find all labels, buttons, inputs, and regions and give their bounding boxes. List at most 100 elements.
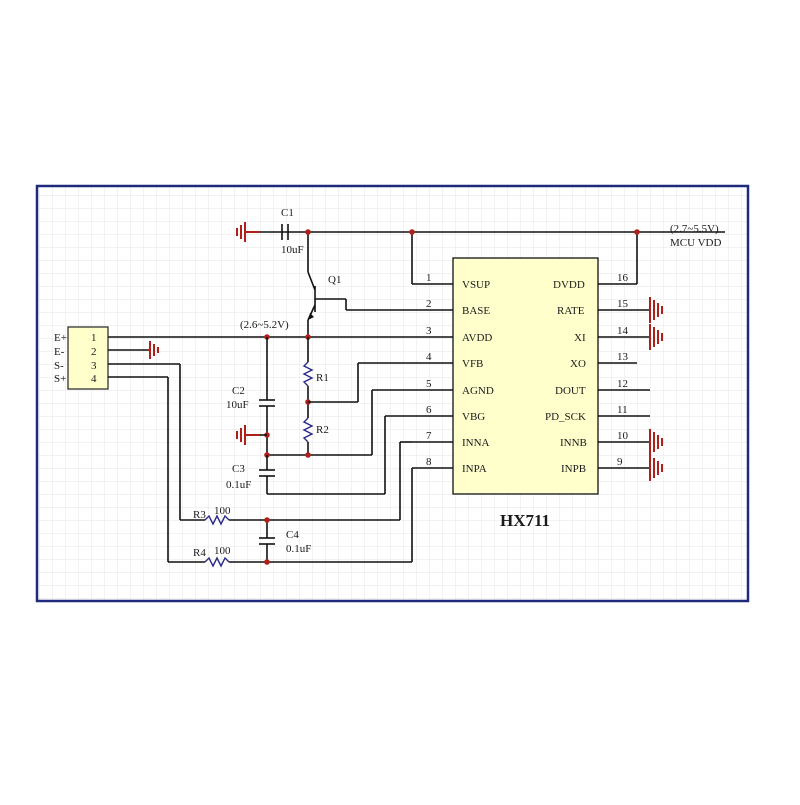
sheet-frame <box>35 184 750 603</box>
ground-symbol <box>649 297 663 323</box>
avdd-net: (2.6~5.2V) <box>108 319 412 340</box>
pin-name: AVDD <box>462 332 492 344</box>
pin-name: INNB <box>560 437 587 449</box>
connector-body <box>67 326 109 390</box>
pin-number: 5 <box>426 378 432 390</box>
ground-symbol <box>649 429 663 455</box>
mcu-vdd-label: MCU VDD <box>670 237 722 249</box>
connector-pin-label: E+ <box>54 332 67 344</box>
ground-symbol <box>236 425 260 445</box>
r3-value: 100 <box>214 505 231 517</box>
chip-left-pin-6: 6 VBG <box>412 404 485 423</box>
chip-right-pin-15: 15 RATE <box>557 298 650 317</box>
connector-pin-label: S+ <box>54 373 66 385</box>
r1-ref: R1 <box>316 372 329 384</box>
pin-number: 7 <box>426 430 432 442</box>
connector-pin-label: S- <box>54 360 64 372</box>
chip-right-pin-14: 14 XI <box>574 325 650 344</box>
ground-symbol <box>649 324 663 350</box>
pin-number: 14 <box>617 325 629 337</box>
transistor-q1: Q1 <box>307 271 412 337</box>
pin-number: 1 <box>426 272 432 284</box>
pin-name: VSUP <box>462 279 490 291</box>
pin-name: INPB <box>561 463 586 475</box>
ground-symbol <box>236 222 260 242</box>
junction-dot <box>264 559 270 565</box>
pin-name: INNA <box>462 437 490 449</box>
resistor-r4: R4 100 <box>193 545 412 568</box>
chip-right-pin-12: 12 DOUT <box>555 378 650 397</box>
connector-pin-number: 4 <box>91 373 97 385</box>
pin-name: PD_SCK <box>545 411 586 423</box>
junction-dot <box>264 517 270 523</box>
pin-number: 16 <box>617 272 629 284</box>
mcu-voltage-range: (2.7~5.5V) <box>670 223 719 235</box>
junction-dot <box>409 229 415 235</box>
capacitor-c4: C4 0.1uF <box>259 520 311 562</box>
pin-name: DOUT <box>555 385 586 397</box>
pin-number: 2 <box>426 298 432 310</box>
pin-number: 12 <box>617 378 628 390</box>
ground-symbol <box>649 455 663 481</box>
capacitor-c3: C3 0.1uF <box>226 455 275 494</box>
q1-ref: Q1 <box>328 274 341 286</box>
chip-right-pin-13: 13 XO <box>570 351 637 370</box>
chip-body <box>452 257 599 495</box>
pin-number: 13 <box>617 351 629 363</box>
pin-name: AGND <box>462 385 494 397</box>
chip-left-pin-7: 7 INNA <box>412 430 490 449</box>
sensor-connector: E+ E- S- S+ 1 2 3 4 <box>54 326 109 390</box>
pin-name: INPA <box>462 463 487 475</box>
pin-number: 6 <box>426 404 432 416</box>
resistor-r3: R3 100 <box>193 505 400 526</box>
chip-left-pin-2: 2 BASE <box>412 298 490 317</box>
c2-value: 10uF <box>226 399 249 411</box>
chip-left-pin-3: 3 AVDD <box>412 325 492 344</box>
c4-ref: C4 <box>286 529 299 541</box>
junction-dot <box>305 229 311 235</box>
chip-right-pin-9: 9 INPB <box>561 456 650 475</box>
connector-pin-number: 1 <box>91 332 97 344</box>
junction-dot <box>305 452 311 458</box>
r2-ref: R2 <box>316 424 329 436</box>
pin-name: BASE <box>462 305 490 317</box>
c1-ref: C1 <box>281 207 294 219</box>
pin-number: 15 <box>617 298 629 310</box>
chip-left-pin-1: 1 VSUP <box>412 272 490 291</box>
avdd-voltage-range: (2.6~5.2V) <box>240 319 289 331</box>
pin-name: RATE <box>557 305 585 317</box>
connector-pin-label: E- <box>54 346 65 358</box>
connector-pin-number: 2 <box>91 346 97 358</box>
c2-ref: C2 <box>232 385 245 397</box>
pin-name: XI <box>574 332 586 344</box>
junction-dot <box>634 229 640 235</box>
chip-name: HX711 <box>500 511 550 530</box>
c3-ref: C3 <box>232 463 245 475</box>
pin-number: 10 <box>617 430 629 442</box>
chip-right-pin-10: 10 INNB <box>560 430 650 449</box>
chip-right-pin-16: 16 DVDD <box>553 272 637 291</box>
pin-name: VBG <box>462 411 485 423</box>
pin-number: 4 <box>426 351 432 363</box>
c4-value: 0.1uF <box>286 543 311 555</box>
connector-pin-number: 3 <box>91 360 97 372</box>
hx711-chip: HX711 1 VSUP 2 BASE 3 AVDD 4 VFB 5 AGND <box>412 257 650 530</box>
capacitor-c2: C2 10uF <box>226 337 275 455</box>
pin-number: 8 <box>426 456 432 468</box>
supply-rail: (2.7~5.5V) MCU VDD <box>258 223 725 284</box>
pin-number: 3 <box>426 325 432 337</box>
chip-left-pin-5: 5 AGND <box>412 378 494 397</box>
chip-right-pin-11: 11 PD_SCK <box>545 404 650 423</box>
pin-number: 11 <box>617 404 628 416</box>
ground-symbol <box>148 341 159 359</box>
r4-ref: R4 <box>193 547 206 559</box>
chip-left-pin-8: 8 INPA <box>412 456 487 475</box>
pin-name: VFB <box>462 358 483 370</box>
c1-value: 10uF <box>281 244 304 256</box>
r3-ref: R3 <box>193 509 206 521</box>
pin-number: 9 <box>617 456 623 468</box>
c3-value: 0.1uF <box>226 479 251 491</box>
pin-name: XO <box>570 358 586 370</box>
